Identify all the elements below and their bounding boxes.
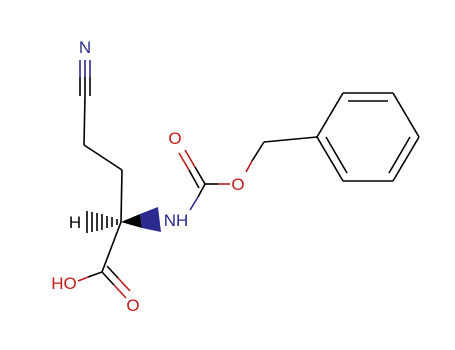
bond-ch2-to-phenyl [263, 136, 318, 143]
nitrile-triple-bond [79, 60, 91, 96]
atom-ester-o: O [231, 175, 244, 194]
atom-hydroxyl: HO [51, 274, 77, 293]
bond-carboxyl-c-to-oh [87, 271, 103, 278]
atom-acid-o: O [126, 296, 139, 315]
bond-nh-to-carbamate-c [189, 196, 199, 211]
atom-nitrile-n: N [79, 38, 91, 57]
wedge-bond-to-nh [121, 214, 142, 228]
atom-amide-nh: NH [164, 211, 189, 230]
bond-ch2-to-alpha-c [120, 169, 123, 223]
bond-ch2-to-ch2 [83, 144, 123, 171]
wedge-bond-to-nh-n-part [140, 207, 161, 232]
bond-alpha-c-to-carboxyl-c [101, 221, 122, 273]
bond-ester-o-to-ch2-2 [251, 141, 265, 162]
benzene-ring [316, 92, 420, 182]
hashed-wedge-to-h [86, 211, 118, 233]
bond-carboxyl-oh-part [77, 276, 89, 282]
atom-hydrogen: H [69, 213, 81, 232]
bond-ester-o-to-ch2 [245, 160, 253, 173]
carboxyl-double-bond [101, 265, 131, 299]
carbamate-double-bond [178, 149, 206, 189]
atom-carbonyl-o: O [168, 129, 181, 148]
bond-nh-to-carbamate-c-2 [197, 183, 206, 198]
bond-nitrile-c-to-ch2 [83, 95, 86, 146]
